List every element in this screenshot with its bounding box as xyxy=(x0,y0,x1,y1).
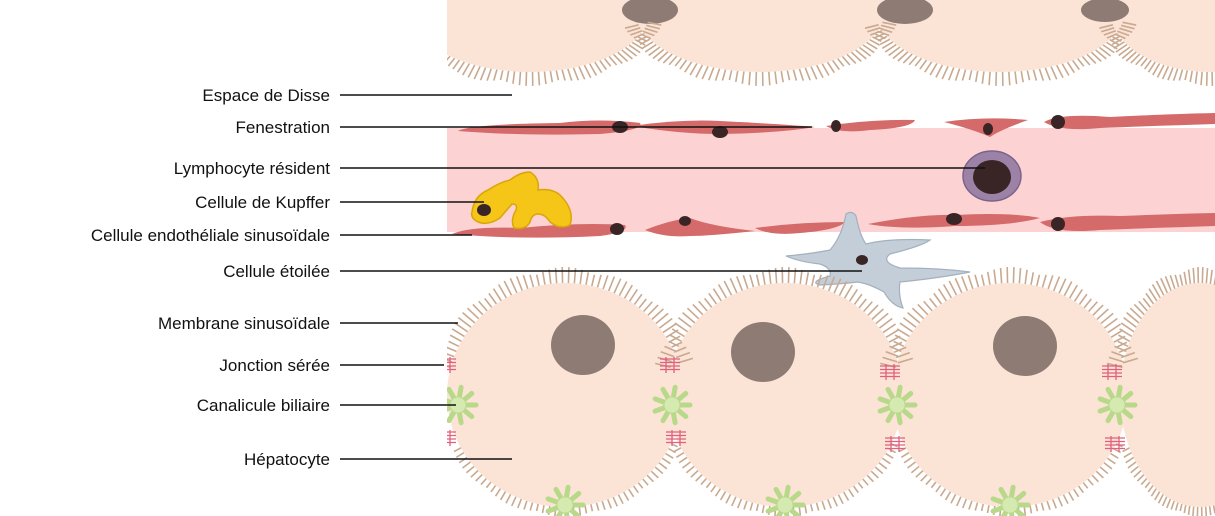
lower-hepatocyte xyxy=(892,283,1128,507)
label-membrane: Membrane sinusoïdale xyxy=(158,314,330,333)
label-hepatocyte: Hépatocyte xyxy=(244,450,330,469)
endothelial-nucleus xyxy=(712,126,728,138)
lower-hepatocyte xyxy=(667,283,903,507)
jonction-mark xyxy=(436,430,456,446)
upper-hepatocyte-row xyxy=(400,0,1215,86)
label-lymphocyte: Lymphocyte résident xyxy=(174,159,331,178)
endothelial-nucleus xyxy=(1051,115,1065,129)
endothelial-nucleus xyxy=(831,120,841,132)
endothelial-nucleus xyxy=(946,213,962,225)
label-etoilee: Cellule étoilée xyxy=(223,262,330,281)
endothelial-nucleus xyxy=(983,123,993,135)
endothelial-nucleus xyxy=(679,216,691,226)
lymphocyte-cell xyxy=(963,151,1021,201)
endothelial-cell xyxy=(1044,113,1215,129)
label-kupffer: Cellule de Kupffer xyxy=(195,193,330,212)
label-canalicule: Canalicule biliaire xyxy=(197,396,330,415)
endothelial-nucleus xyxy=(1051,217,1065,231)
hepatocyte-nucleus xyxy=(731,322,795,382)
label-espace-disse: Espace de Disse xyxy=(202,86,330,105)
lower-hepatocyte xyxy=(1120,283,1215,507)
hepatocyte-nucleus xyxy=(993,316,1057,376)
endothelial-nucleus xyxy=(610,223,624,235)
label-jonction: Jonction sérée xyxy=(219,356,330,375)
lower-hepatocyte-row xyxy=(435,267,1215,516)
label-endotheliale: Cellule endothéliale sinusoïdale xyxy=(91,226,330,245)
lower-hepatocyte xyxy=(447,283,683,507)
hepatocyte-nucleus xyxy=(551,315,615,375)
label-fenestration: Fenestration xyxy=(236,118,331,137)
labels: Espace de Disse Fenestration Lymphocyte … xyxy=(91,86,330,469)
